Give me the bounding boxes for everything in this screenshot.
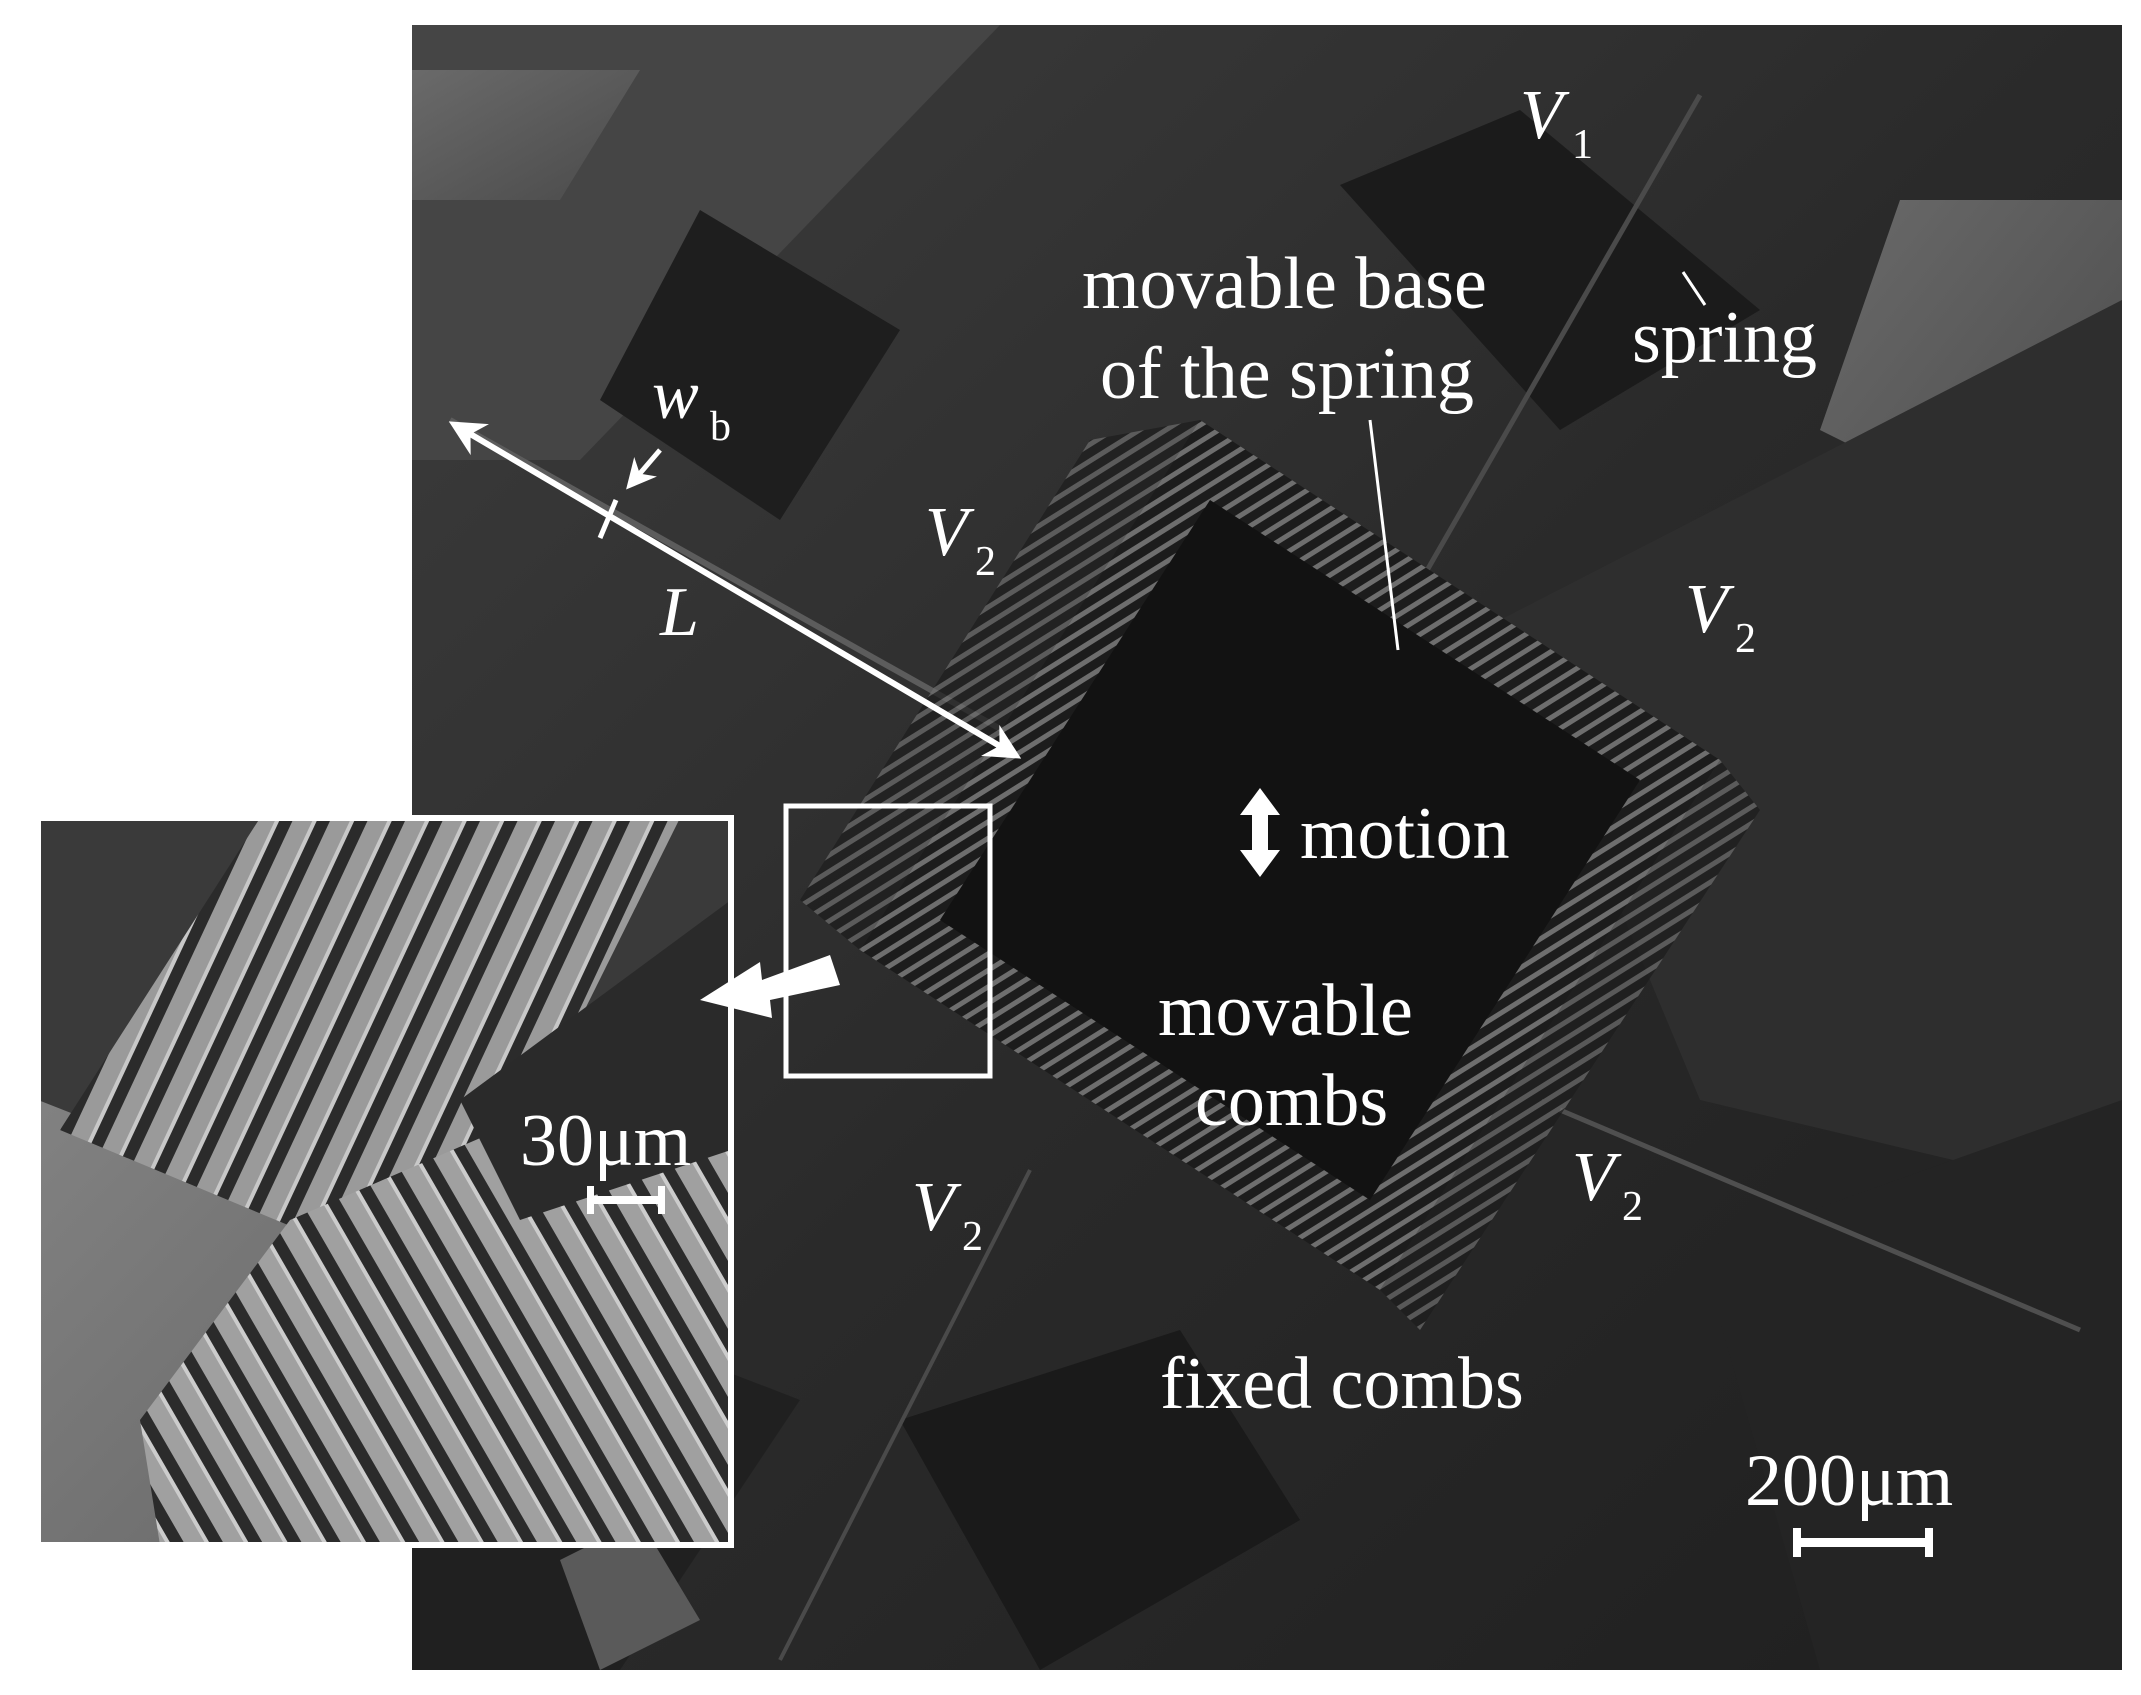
spring-beam-upper — [1407, 93, 1703, 602]
length-label: L — [659, 574, 699, 651]
spring-beam-lower — [1559, 1107, 2081, 1333]
inset-pointer-arrow — [700, 955, 840, 1018]
svg-text:2: 2 — [962, 1214, 983, 1260]
voltage-label-v1: V 1 — [1520, 77, 1593, 168]
motion-label: motion — [1300, 793, 1510, 875]
svg-text:2: 2 — [1735, 616, 1756, 662]
right-plate — [1500, 300, 2122, 1200]
motion-arrow-icon — [1240, 788, 1280, 877]
width-tick — [597, 499, 619, 539]
spring-label: spring — [1632, 297, 1817, 379]
svg-text:V: V — [1572, 1139, 1622, 1216]
svg-text:b: b — [710, 404, 731, 450]
inset-scale-bar: 30μm — [520, 1100, 691, 1214]
voltage-label-v2-left: V 2 — [925, 494, 996, 585]
svg-text:V: V — [1685, 571, 1735, 648]
svg-text:V: V — [1520, 77, 1570, 154]
bottom-left-pad — [560, 1520, 700, 1670]
fixed-combs-label: fixed combs — [1160, 1343, 1524, 1425]
spring-pointer — [1681, 271, 1707, 306]
voltage-label-v2-bottom-right: V 2 — [1572, 1139, 1643, 1230]
main-scale-bar: 200μm — [1745, 1440, 1953, 1557]
movable-combs-label-line2: combs — [1195, 1060, 1388, 1142]
top-right-cavity — [1340, 110, 1760, 430]
voltage-label-v2-bottom-left: V 2 — [912, 1169, 983, 1260]
bottom-cavity — [900, 1330, 1300, 1670]
svg-text:V: V — [925, 494, 975, 571]
voltage-label-v2-right: V 2 — [1685, 571, 1756, 662]
svg-text:2: 2 — [1622, 1184, 1643, 1230]
spring-beam-bottom — [778, 1169, 1032, 1661]
svg-text:w: w — [652, 357, 699, 434]
movable-combs-label-line1: movable — [1158, 970, 1413, 1052]
width-arrow — [626, 448, 662, 490]
fixed-comb-right — [1380, 760, 1760, 1330]
top-left-pad — [412, 70, 640, 200]
movable-base-label-line1: movable base — [1082, 243, 1487, 325]
inset-image — [35, 815, 734, 1548]
beam-width-label: w b — [652, 357, 731, 450]
svg-text:1: 1 — [1572, 122, 1593, 168]
svg-text:2: 2 — [975, 539, 996, 585]
length-arrow — [448, 421, 1022, 759]
movable-base-pointer — [1368, 419, 1400, 651]
main-scale-label: 200μm — [1745, 1440, 1953, 1522]
movable-base — [940, 500, 1640, 1200]
movable-base-label-line2: of the spring — [1100, 333, 1474, 415]
svg-text:V: V — [912, 1169, 962, 1246]
inset-region-marker — [783, 803, 993, 1079]
inset-border — [35, 815, 734, 1548]
inset-scale-label: 30μm — [520, 1100, 691, 1182]
bottom-right-plate — [1700, 1100, 2122, 1670]
